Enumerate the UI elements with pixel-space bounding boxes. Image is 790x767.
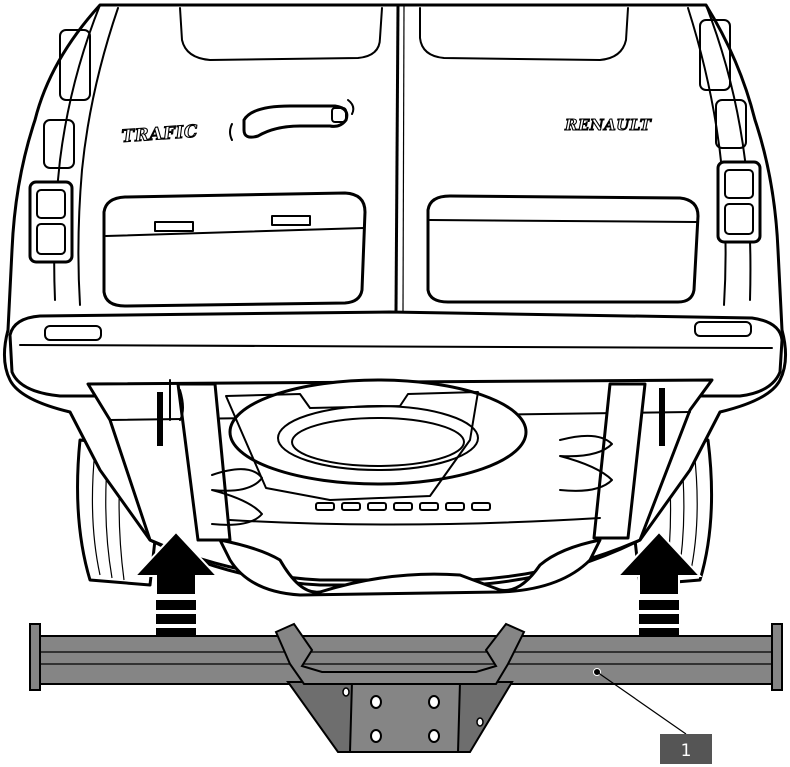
rear-bumper xyxy=(8,310,784,398)
left-lift-arrow xyxy=(132,530,220,638)
bolt-hole xyxy=(370,729,382,743)
door-handle xyxy=(229,99,355,141)
callout-label: 1 xyxy=(681,741,692,761)
left-end-plate xyxy=(29,623,41,691)
bolt-hole xyxy=(428,695,440,709)
right-plate-recess xyxy=(426,194,700,304)
left-plate-recess xyxy=(102,191,367,308)
tow-bar-assembly xyxy=(29,622,783,753)
brand-badge: RENAULT xyxy=(564,116,653,134)
spare-wheel xyxy=(225,378,528,501)
bolt-hole xyxy=(370,695,382,709)
callout-label-box xyxy=(660,734,712,764)
callout-1: 1 xyxy=(593,668,712,764)
right-lift-arrow xyxy=(615,530,703,638)
up-arrow-icon xyxy=(615,530,703,596)
rear-crossmember xyxy=(229,502,601,526)
up-arrow-icon xyxy=(132,530,220,596)
bolt-hole xyxy=(428,729,440,743)
van-rear: TRAFIC RENAULT xyxy=(3,3,787,597)
right-end-plate xyxy=(771,623,783,691)
